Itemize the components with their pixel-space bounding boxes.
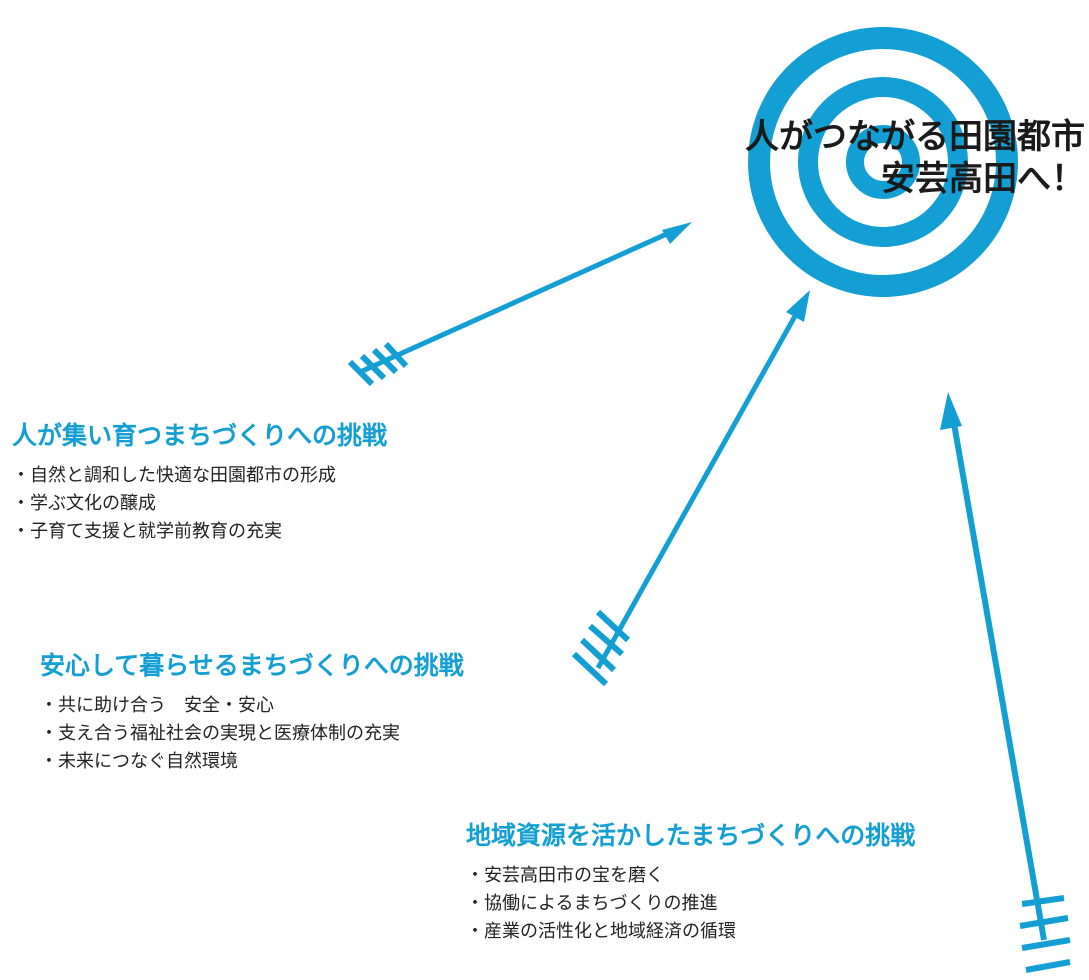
bullseye-target-icon [748,27,1018,297]
challenge-item-list: ・共に助け合う 安全・安心 ・支え合う福祉社会の実現と医療体制の充実 ・未来につ… [40,692,464,776]
challenge-block-1: 人が集い育つまちづくりへの挑戦 ・自然と調和した快適な田園都市の形成 ・学ぶ文化… [12,416,387,546]
challenge-block-3: 地域資源を活かしたまちづくりへの挑戦 ・安芸高田市の宝を磨く ・協働によるまちづ… [466,816,915,946]
challenge-title: 人が集い育つまちづくりへの挑戦 [12,421,388,450]
challenge-item: ・安芸高田市の宝を磨く [466,865,664,886]
arrow-1-icon [347,222,692,387]
challenge-title: 安心して暮らせるまちづくりへの挑戦 [40,651,464,680]
challenge-item: ・共に助け合う 安全・安心 [40,695,274,716]
challenge-block-2: 安心して暮らせるまちづくりへの挑戦 ・共に助け合う 安全・安心 ・支え合う福祉社… [40,646,464,776]
challenge-item: ・協働によるまちづくりの推進 [466,893,718,914]
challenge-item-list: ・自然と調和した快適な田園都市の形成 ・学ぶ文化の醸成 ・子育て支援と就学前教育… [12,462,387,546]
challenge-item-list: ・安芸高田市の宝を磨く ・協働によるまちづくりの推進 ・産業の活性化と地域経済の… [466,862,915,946]
challenge-title: 地域資源を活かしたまちづくりへの挑戦 [466,821,916,850]
challenge-item: ・産業の活性化と地域経済の循環 [466,921,736,942]
challenge-item: ・支え合う福祉社会の実現と医療体制の充実 [40,723,400,744]
goal-line-2: 安芸高田へ！ [881,159,1085,199]
goal-slogan: 人がつながる田園都市 安芸高田へ！ [745,116,1085,200]
arrow-2-icon [571,290,810,687]
challenge-item: ・未来につなぐ自然環境 [40,751,238,772]
challenge-item: ・自然と調和した快適な田園都市の形成 [12,465,336,486]
challenge-item: ・子育て支援と就学前教育の充実 [12,521,282,542]
goal-line-1: 人がつながる田園都市 [745,117,1085,157]
arrow-3-icon [940,392,1071,973]
challenge-item: ・学ぶ文化の醸成 [12,493,156,514]
